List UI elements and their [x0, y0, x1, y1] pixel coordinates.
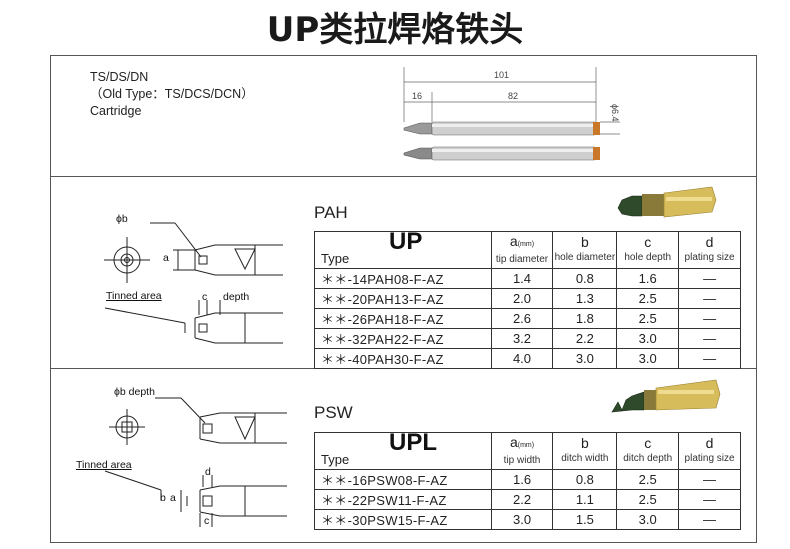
- cartridge-info: TS/DS/DN （Old Type：TS/DCS/DCN） Cartridge: [90, 69, 254, 120]
- table-row: ＊＊-32PAH22-F-AZ 3.2 2.2 3.0 —: [314, 328, 741, 349]
- table-row: ＊＊-30PSW15-F-AZ 3.0 1.5 3.0 —: [314, 509, 741, 530]
- pah-label-tinned: Tinned area: [106, 290, 162, 302]
- cartridge-line: TS/DS/DN: [90, 70, 149, 84]
- divider-pah: [50, 368, 757, 369]
- cartridge-image-top: [403, 121, 600, 136]
- cartridge-drawing: 101 16 82 ϕ6.4: [403, 67, 620, 161]
- psw-drawing: [104, 397, 287, 527]
- dim-tip: 16: [412, 91, 422, 101]
- psw-title: PSW: [314, 403, 353, 422]
- dim-body: 82: [508, 91, 518, 101]
- type-header-cell: Type UPL: [314, 429, 492, 470]
- cartridge-line: （Old Type：TS/DCS/DCN）: [90, 87, 254, 101]
- table-row: ＊＊-14PAH08-F-AZ 1.4 0.8 1.6 —: [314, 268, 741, 289]
- page-title: UP类拉焊烙铁头: [266, 10, 524, 50]
- table-row: ＊＊-26PAH18-F-AZ 2.6 1.8 2.5 —: [314, 308, 741, 329]
- header-a: a(mm)tip diameter: [490, 231, 554, 269]
- pah-drawing: [104, 222, 283, 344]
- table-row: ＊＊-20PAH13-F-AZ 2.0 1.3 2.5 —: [314, 288, 741, 309]
- table-row: ＊＊-40PAH30-F-AZ 4.0 3.0 3.0 —: [314, 348, 741, 369]
- pah-label-a: a: [163, 252, 169, 264]
- dim-dia: ϕ6.4: [610, 104, 620, 122]
- table-row: ＊＊-16PSW08-F-AZ 1.6 0.8 2.5 —: [314, 469, 741, 490]
- pah-tip-photo: [617, 186, 717, 218]
- cartridge-line: Cartridge: [90, 104, 142, 118]
- psw-tip-photo: [611, 379, 721, 413]
- type-header-cell: Type UP: [314, 228, 492, 269]
- psw-label-c: c: [204, 515, 210, 527]
- type-label: Type: [321, 251, 350, 266]
- psw-label-phi-b-depth: ϕb depth: [114, 386, 155, 398]
- pah-label-phi-b: ϕb: [116, 213, 128, 225]
- psw-label-tinned: Tinned area: [76, 459, 132, 471]
- cartridge-image-bottom: [403, 146, 600, 161]
- type-label: Type: [321, 452, 350, 467]
- pah-label-c: c: [202, 291, 208, 303]
- divider-cartridge: [50, 176, 757, 177]
- pah-title: PAH: [314, 203, 348, 222]
- model-label: UP: [389, 228, 423, 255]
- psw-label-d: d: [205, 466, 211, 478]
- table-row: ＊＊-22PSW11-F-AZ 2.2 1.1 2.5 —: [314, 489, 741, 510]
- psw-label-b: b: [160, 492, 166, 504]
- spec-frame: [50, 55, 757, 543]
- psw-label-a: a: [170, 492, 176, 504]
- model-label: UPL: [389, 429, 437, 456]
- header-a: a(mm)tip width: [490, 432, 554, 470]
- dim-total: 101: [494, 70, 509, 80]
- pah-label-depth: depth: [223, 291, 250, 303]
